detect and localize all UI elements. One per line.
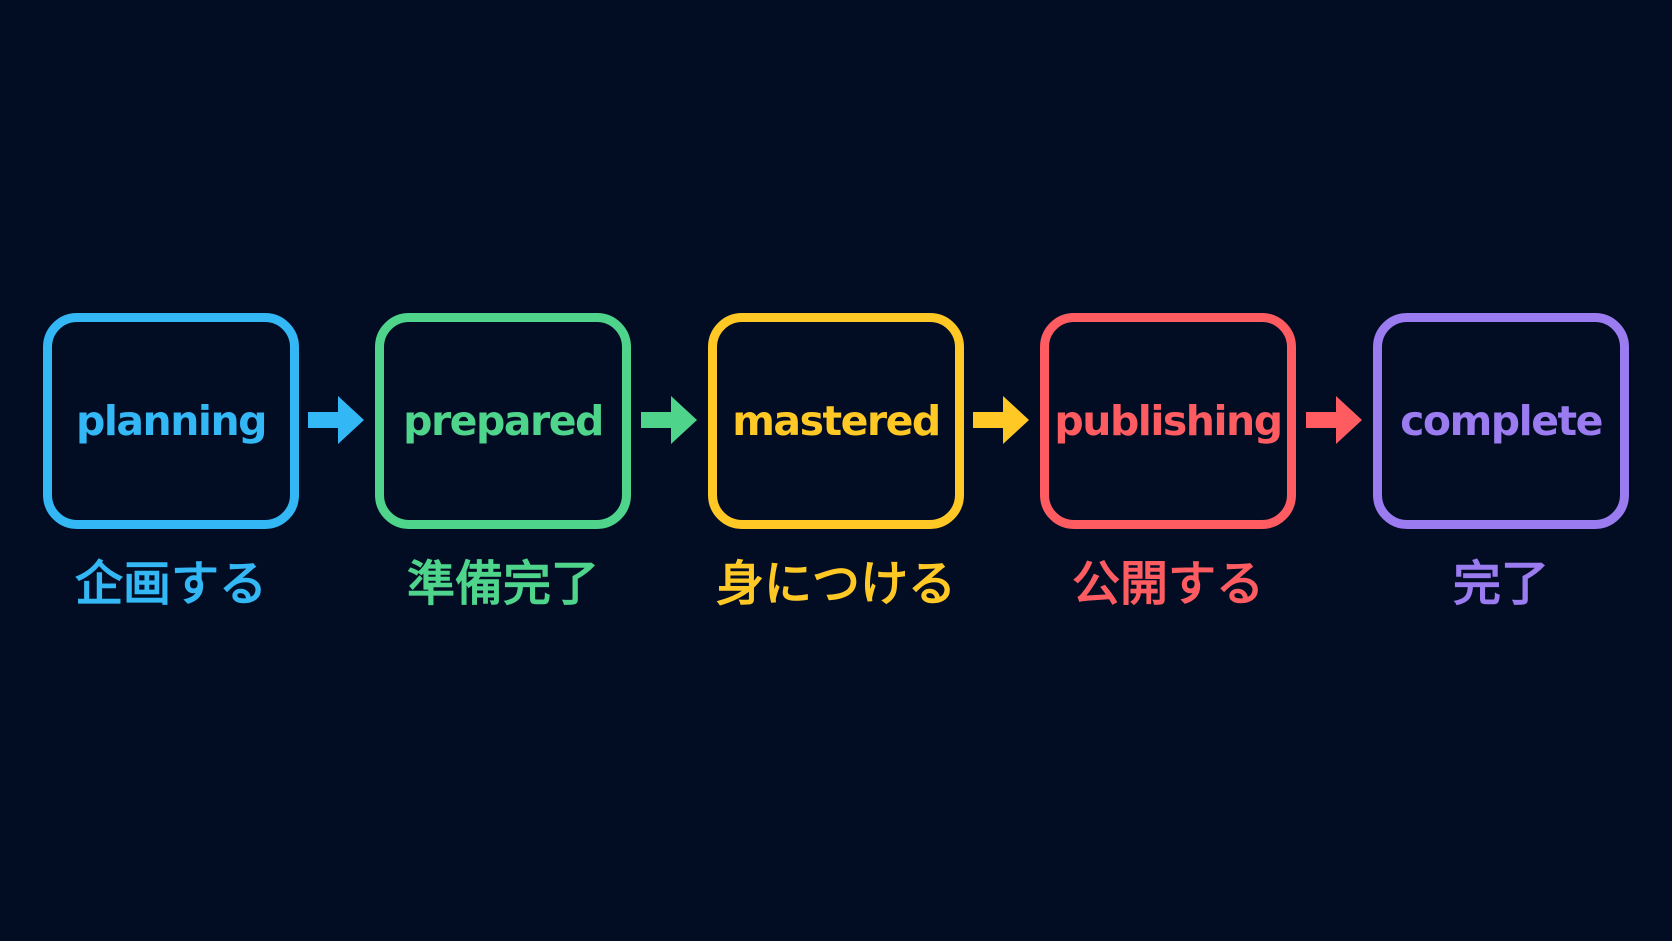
arrow-right-icon <box>969 390 1033 450</box>
stage-mastered: mastered 身につける <box>708 313 964 608</box>
stage-caption-complete: 完了 <box>1452 556 1549 612</box>
stage-label-mastered: mastered <box>732 396 941 445</box>
stage-box-publishing: publishing <box>1040 313 1296 529</box>
stage-box-prepared: prepared <box>375 313 631 529</box>
stage-caption-planning: 企画する <box>74 556 267 612</box>
stage-planning: planning 企画する <box>43 313 299 608</box>
stage-prepared: prepared 準備完了 <box>375 313 631 608</box>
stage-caption-prepared: 準備完了 <box>406 556 599 612</box>
arrow-right-icon <box>304 390 368 450</box>
stage-caption-publishing: 公開する <box>1071 556 1264 612</box>
stage-label-prepared: prepared <box>403 396 604 445</box>
stage-box-complete: complete <box>1373 313 1629 529</box>
stage-complete: complete 完了 <box>1373 313 1629 608</box>
arrow-right-icon <box>1302 390 1366 450</box>
stage-label-publishing: publishing <box>1054 396 1283 445</box>
stage-publishing: publishing 公開する <box>1040 313 1296 608</box>
arrow-right-icon <box>637 390 701 450</box>
stage-box-mastered: mastered <box>708 313 964 529</box>
stage-caption-mastered: 身につける <box>715 556 956 612</box>
stage-label-planning: planning <box>75 396 268 445</box>
stage-box-planning: planning <box>43 313 299 529</box>
stage-label-complete: complete <box>1400 396 1603 445</box>
